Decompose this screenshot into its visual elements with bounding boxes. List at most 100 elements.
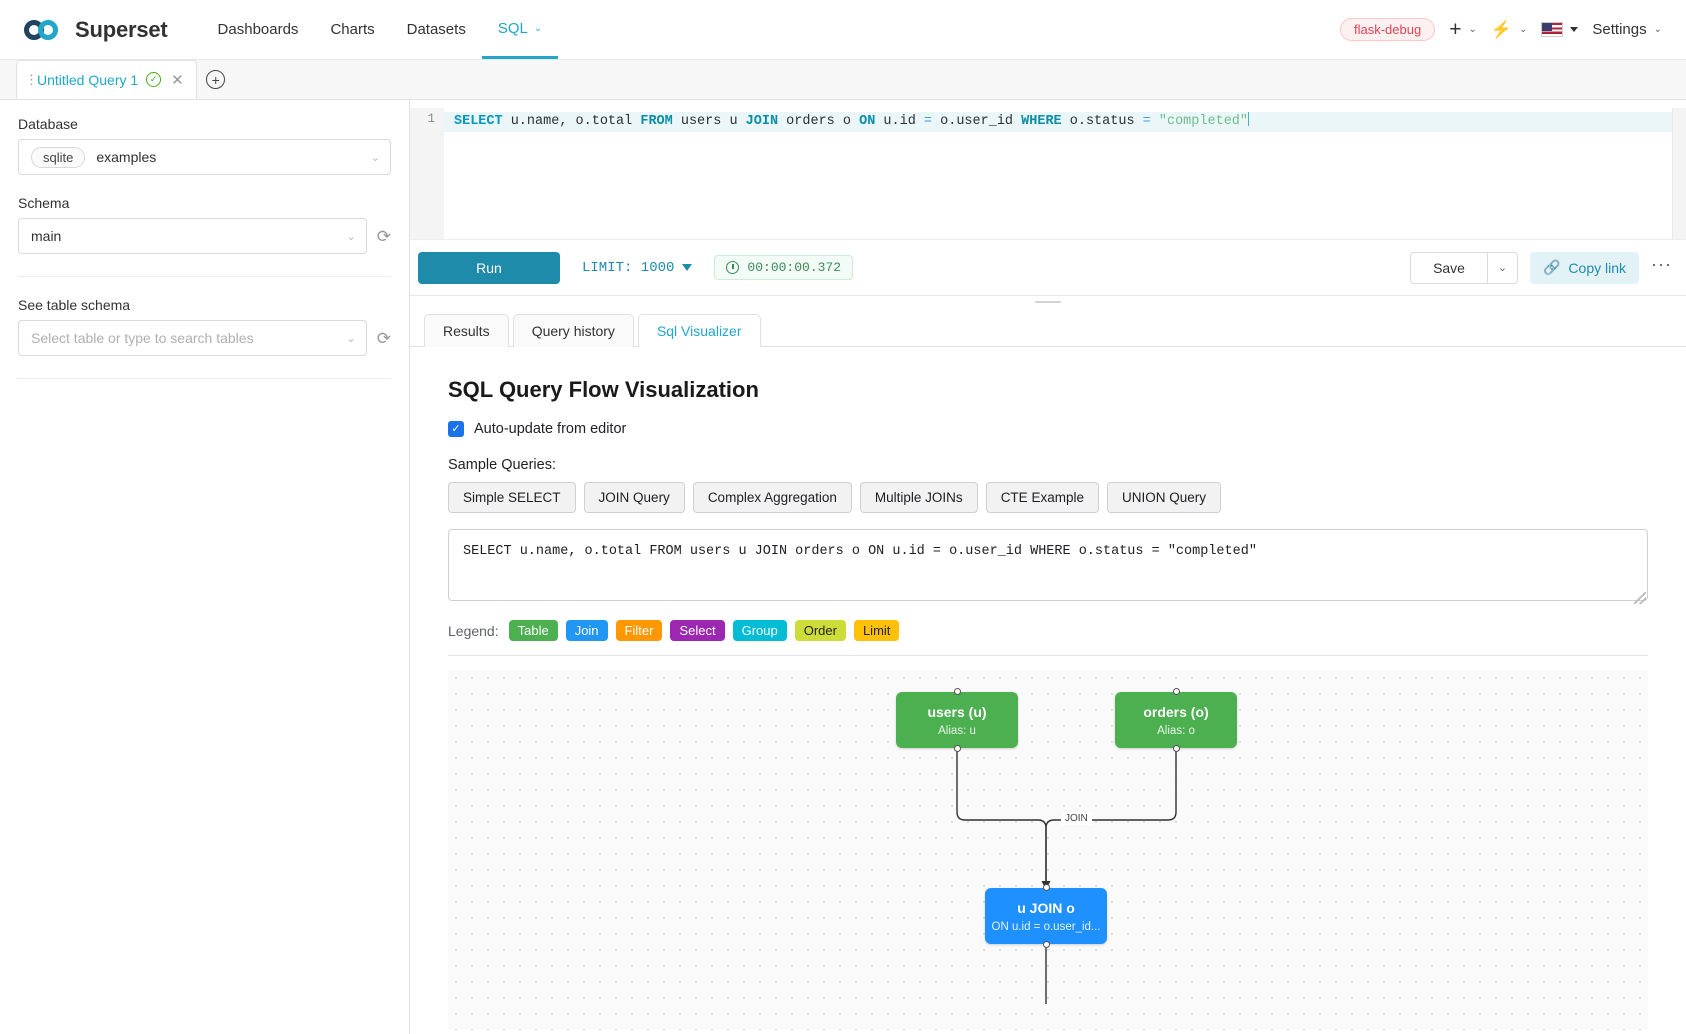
resize-grip-icon[interactable] xyxy=(1634,592,1646,604)
chevron-down-icon: ⌄ xyxy=(533,22,543,34)
table-row: Select table or type to search tables ⌄ … xyxy=(18,320,391,356)
table-placeholder: Select table or type to search tables xyxy=(31,330,254,346)
drag-dots-icon[interactable]: ⋮ xyxy=(25,71,39,87)
tab-query-history[interactable]: Query history xyxy=(512,314,634,347)
legend-chip-table: Table xyxy=(508,620,558,641)
sample-button-cte-example[interactable]: CTE Example xyxy=(985,482,1099,513)
editor-gutter: 1 xyxy=(410,108,444,239)
brand-name: Superset xyxy=(75,16,168,42)
chevron-down-icon: ⌄ xyxy=(370,151,380,164)
us-flag-icon xyxy=(1541,22,1564,37)
nav-link-datasets[interactable]: Datasets xyxy=(391,0,482,59)
database-label: Database xyxy=(18,116,78,132)
node-handle-top[interactable] xyxy=(1042,884,1050,891)
nav-link-sql[interactable]: SQL ⌄ xyxy=(481,0,559,59)
language-picker[interactable] xyxy=(1541,22,1579,37)
bolt-menu-button[interactable]: ⚡ ⌄ xyxy=(1491,21,1528,38)
editor-code-area[interactable]: SELECT u.name, o.total FROM users u JOIN… xyxy=(444,108,1672,239)
node-handle-top[interactable] xyxy=(953,688,961,695)
panel-resize-handle[interactable] xyxy=(410,296,1686,307)
nav-link-charts[interactable]: Charts xyxy=(314,0,390,59)
query-tab-bar: ⋮ Untitled Query 1 ✓ ✕ + xyxy=(0,60,1686,100)
sql-editor[interactable]: 1 SELECT u.name, o.total FROM users u JO… xyxy=(410,100,1686,240)
chevron-down-icon: ⌄ xyxy=(1653,24,1662,35)
chevron-down-icon: ⌄ xyxy=(346,230,356,243)
primary-nav: Dashboards Charts Datasets SQL ⌄ xyxy=(202,0,559,59)
database-value: examples xyxy=(96,149,157,165)
new-query-tab-button[interactable]: + xyxy=(196,60,235,99)
save-dropdown-button[interactable]: ⌄ xyxy=(1487,251,1518,284)
plus-icon: + xyxy=(1449,18,1462,41)
tab-sql-visualizer[interactable]: Sql Visualizer xyxy=(637,314,761,347)
editor-panel: 1 SELECT u.name, o.total FROM users u JO… xyxy=(410,100,1686,1034)
run-button[interactable]: Run xyxy=(418,251,560,284)
chevron-down-icon: ⌄ xyxy=(346,332,356,345)
sql-input-wrapper xyxy=(448,529,1648,606)
sample-button-multiple-joins[interactable]: Multiple JOINs xyxy=(859,482,978,513)
plus-circle-icon: + xyxy=(206,70,226,89)
clock-icon xyxy=(726,261,740,274)
query-tab-title: Untitled Query 1 xyxy=(37,71,139,88)
schema-row: main ⌄ ⟳ xyxy=(18,218,391,254)
legend-label: Legend: xyxy=(448,622,499,639)
node-handle-top[interactable] xyxy=(1172,688,1180,695)
query-timer: 00:00:00.372 xyxy=(714,255,854,280)
copy-link-button[interactable]: 🔗 Copy link xyxy=(1529,251,1640,284)
table-select[interactable]: Select table or type to search tables ⌄ xyxy=(18,320,367,356)
flow-canvas[interactable]: users (u)Alias: u orders (o) Alias: o u JOI… xyxy=(448,670,1648,1030)
sample-queries-row: Simple SELECT JOIN Query Complex Aggrega… xyxy=(448,482,1648,513)
save-button[interactable]: Save xyxy=(1410,251,1488,284)
node-handle-bottom[interactable] xyxy=(1042,941,1050,948)
result-tab-bar: Results Query history Sql Visualizer xyxy=(410,307,1686,347)
new-item-button[interactable]: + ⌄ xyxy=(1449,19,1477,40)
check-circle-icon: ✓ xyxy=(146,72,162,87)
close-icon[interactable]: ✕ xyxy=(171,71,184,89)
refresh-tables-icon[interactable]: ⟳ xyxy=(376,328,391,348)
superset-logo[interactable]: Superset xyxy=(24,17,168,43)
more-options-button[interactable]: ··· xyxy=(1651,254,1672,274)
caret-down-icon xyxy=(682,264,693,271)
sample-button-union-query[interactable]: UNION Query xyxy=(1106,482,1221,513)
sample-button-join-query[interactable]: JOIN Query xyxy=(583,482,685,513)
legend-chip-order: Order xyxy=(794,620,846,641)
link-icon: 🔗 xyxy=(1542,259,1561,275)
nav-link-datasets-label: Datasets xyxy=(406,21,466,38)
database-engine-badge: sqlite xyxy=(31,146,86,168)
flow-node-subtitle: Alias: o xyxy=(1157,724,1195,737)
sql-visualizer-panel: SQL Query Flow Visualization ✓ Auto-upda… xyxy=(410,347,1686,1034)
settings-menu[interactable]: Settings ⌄ xyxy=(1592,21,1662,38)
main-content: Database sqlite examples ⌄ Schema main ⌄… xyxy=(0,100,1686,1034)
auto-update-checkbox[interactable]: ✓ xyxy=(448,421,464,437)
chevron-down-icon: ⌄ xyxy=(1497,262,1508,274)
legend: Legend: Table Join Filter Select Group O… xyxy=(448,620,1648,656)
flow-node-title: orders (o) xyxy=(1143,703,1209,720)
toolbar-right: Save ⌄ 🔗 Copy link ··· xyxy=(1410,251,1672,284)
flow-edge-label: JOIN xyxy=(1061,812,1092,825)
limit-label: LIMIT: 1000 xyxy=(582,259,675,276)
refresh-schemas-icon[interactable]: ⟳ xyxy=(376,226,391,246)
debug-badge: flask-debug xyxy=(1339,18,1436,41)
bolt-icon: ⚡ xyxy=(1490,20,1513,39)
query-tab[interactable]: ⋮ Untitled Query 1 ✓ ✕ xyxy=(16,60,197,99)
auto-update-label: Auto-update from editor xyxy=(474,421,627,437)
nav-link-charts-label: Charts xyxy=(330,21,375,38)
flow-node-subtitle: Alias: u xyxy=(938,724,976,737)
limit-dropdown[interactable]: LIMIT: 1000 xyxy=(582,259,693,276)
legend-chip-join: Join xyxy=(565,620,608,641)
node-handle-bottom[interactable] xyxy=(953,745,961,752)
flow-node-users[interactable]: users (u)Alias: u xyxy=(896,688,1018,752)
database-select[interactable]: sqlite examples ⌄ xyxy=(18,139,391,175)
schema-select[interactable]: main ⌄ xyxy=(18,218,367,254)
sidebar-divider xyxy=(18,276,391,277)
top-navbar: Superset Dashboards Charts Datasets SQL … xyxy=(0,0,1686,60)
legend-chip-limit: Limit xyxy=(853,620,900,641)
sample-button-simple-select[interactable]: Simple SELECT xyxy=(448,482,576,513)
sample-button-complex-aggregation[interactable]: Complex Aggregation xyxy=(692,482,852,513)
tab-results[interactable]: Results xyxy=(424,314,509,347)
node-handle-bottom[interactable] xyxy=(1172,745,1180,752)
sql-input[interactable] xyxy=(448,529,1648,601)
flow-node-orders[interactable]: orders (o) Alias: o xyxy=(1115,688,1237,752)
left-sidebar: Database sqlite examples ⌄ Schema main ⌄… xyxy=(0,100,410,1034)
nav-link-dashboards[interactable]: Dashboards xyxy=(202,0,315,59)
